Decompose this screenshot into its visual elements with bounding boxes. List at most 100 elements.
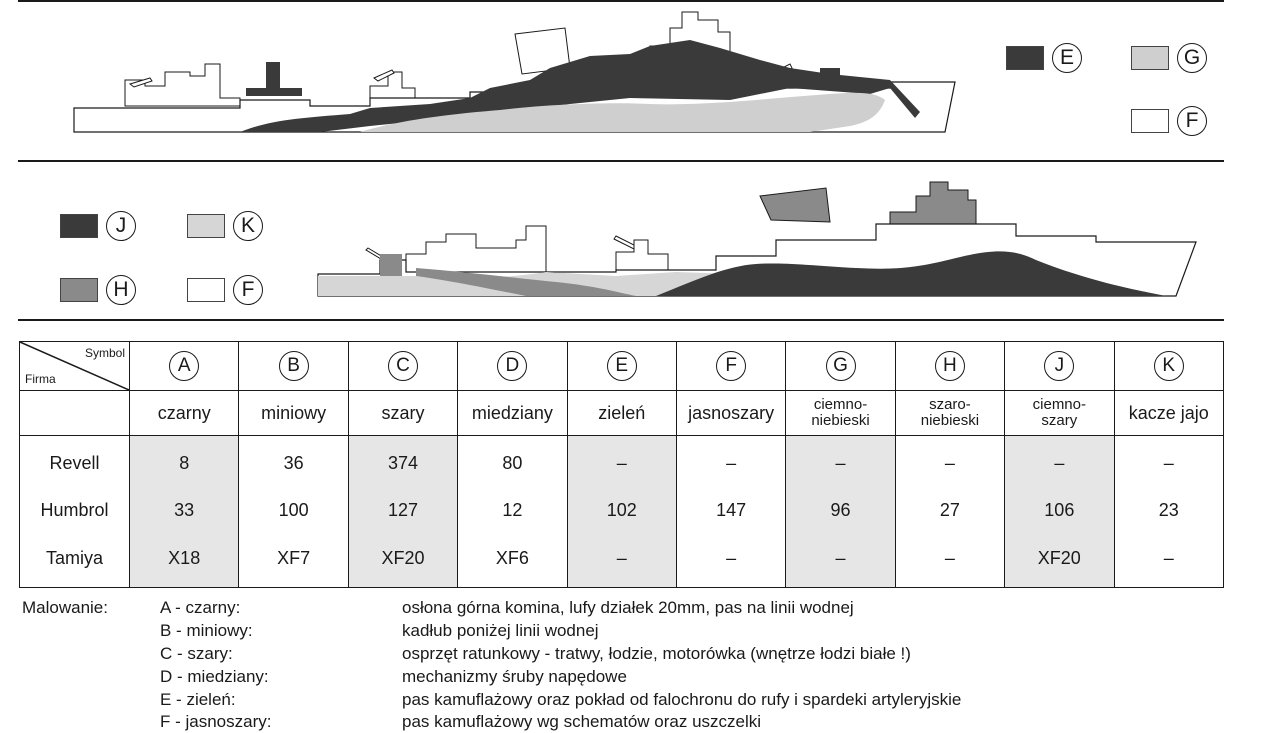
gun-mount-mid <box>373 69 395 82</box>
corner-cell: Symbol Firma <box>19 341 130 391</box>
symbol-cell: K <box>1113 341 1225 391</box>
values-H: – 27 – <box>894 435 1006 588</box>
legend-K-symbol: K <box>233 211 263 241</box>
paint-table: Symbol Firma A B C D E F G H J K czarny … <box>19 341 1225 588</box>
symbol-B: B <box>278 351 309 381</box>
value-cell: 12 <box>502 500 523 521</box>
value-cell: 36 <box>283 453 304 474</box>
symbol-A: A <box>169 351 200 381</box>
symbol-D: D <box>497 351 528 381</box>
note-value: pas kamuflażowy wg schematów oraz uszcze… <box>402 712 762 731</box>
legend-J-symbol: J <box>106 211 136 241</box>
value-cell: 102 <box>606 500 637 521</box>
value-cell: 23 <box>1158 500 1179 521</box>
symbol-H: H <box>934 351 965 381</box>
firm-tamiya: Tamiya <box>45 547 103 568</box>
value-cell: – <box>835 547 846 568</box>
color-name-H-l1: szaro- <box>929 395 971 413</box>
values-row: Revell Humbrol Tamiya 8 33 X18 36 100 XF… <box>19 435 1225 588</box>
value-cell: – <box>616 547 627 568</box>
legend-E-symbol: E <box>1052 43 1082 73</box>
camo-band-E <box>240 40 920 132</box>
legend-J-swatch <box>60 214 98 238</box>
symbol-cell: J <box>1004 341 1115 391</box>
camo-band-H <box>380 254 402 276</box>
ship-profile-starboard <box>73 11 956 133</box>
legend-E: E <box>1006 43 1082 73</box>
corner-diagonal <box>20 342 129 390</box>
symbol-G: G <box>825 351 856 381</box>
value-cell: 374 <box>387 453 418 474</box>
firm-names-cell: Revell Humbrol Tamiya <box>19 435 130 588</box>
color-name-J: ciemno-szary <box>1004 390 1115 436</box>
legend-F-bottom-symbol: F <box>233 275 263 305</box>
note-key: E - zieleń: <box>160 690 236 709</box>
value-cell: X18 <box>168 547 201 568</box>
value-cell: – <box>835 453 846 474</box>
value-cell: XF6 <box>495 547 529 568</box>
color-name-F: jasnoszary <box>675 390 787 436</box>
color-name-row: czarny miniowy szary miedziany zieleń ja… <box>19 390 1225 436</box>
aft-funnel-E <box>246 62 302 96</box>
notes-label: Malowanie: <box>22 598 108 617</box>
legend-F-bottom-swatch <box>187 278 225 302</box>
values-A: 8 33 X18 <box>128 435 240 588</box>
legend-F-top: F <box>1131 106 1207 136</box>
superstructure-aft-2 <box>405 225 547 273</box>
value-cell: – <box>944 453 955 474</box>
lower-rule <box>18 319 1224 321</box>
value-cell: – <box>1054 453 1065 474</box>
value-cell: – <box>944 547 955 568</box>
symbol-cell: G <box>785 341 896 391</box>
symbol-cell: B <box>238 341 349 391</box>
values-K: – 23 – <box>1113 435 1225 588</box>
values-G: – 96 – <box>785 435 896 588</box>
values-E: – 102 – <box>566 435 677 588</box>
value-cell: – <box>616 453 627 474</box>
value-cell: 80 <box>502 453 523 474</box>
ship-profile-port <box>317 181 1197 297</box>
value-cell: XF7 <box>277 547 311 568</box>
symbol-E: E <box>606 351 637 381</box>
symbol-C: C <box>387 351 418 381</box>
values-D: 80 12 XF6 <box>457 435 568 588</box>
color-name-K: kacze jajo <box>1113 390 1225 436</box>
color-name-G: ciemno-niebieski <box>785 390 896 436</box>
note-value: osłona górna komina, lufy działek 20mm, … <box>402 598 854 617</box>
legend-F-top-swatch <box>1131 109 1169 133</box>
superstructure-aft <box>124 63 241 107</box>
legend-H-swatch <box>60 278 98 302</box>
color-name-B: miniowy <box>238 390 349 436</box>
legend-G-symbol: G <box>1177 43 1207 73</box>
value-cell: 127 <box>387 500 418 521</box>
fwd-box-E <box>820 68 840 86</box>
note-key: A - czarny: <box>160 598 241 617</box>
gun-mount-mid-2 <box>613 235 637 250</box>
color-name-J-l2: szary <box>1041 411 1078 429</box>
legend-K: K <box>187 211 263 241</box>
camo-band-H-mid <box>416 268 636 296</box>
legend-G-swatch <box>1131 46 1169 70</box>
firm-humbrol: Humbrol <box>40 500 109 521</box>
legend-K-swatch <box>187 214 225 238</box>
color-name-H: szaro-niebieski <box>894 390 1006 436</box>
values-B: 36 100 XF7 <box>238 435 349 588</box>
color-name-A: czarny <box>128 390 240 436</box>
empty-cell <box>19 390 130 436</box>
value-cell: XF20 <box>1037 547 1081 568</box>
funnel-H <box>759 187 831 223</box>
symbol-K: K <box>1153 351 1184 381</box>
camo-band-J <box>656 251 1166 296</box>
value-cell: 96 <box>830 500 851 521</box>
symbol-cell: F <box>675 341 787 391</box>
symbol-cell: C <box>347 341 459 391</box>
value-cell: – <box>1163 547 1174 568</box>
symbol-cell: A <box>128 341 240 391</box>
top-rule <box>18 0 1224 2</box>
symbol-F: F <box>716 351 747 381</box>
symbol-J: J <box>1044 351 1075 381</box>
legend-F-bottom: F <box>187 275 263 305</box>
color-name-C: szary <box>347 390 459 436</box>
note-key: B - miniowy: <box>160 621 253 640</box>
symbol-cell: H <box>894 341 1006 391</box>
